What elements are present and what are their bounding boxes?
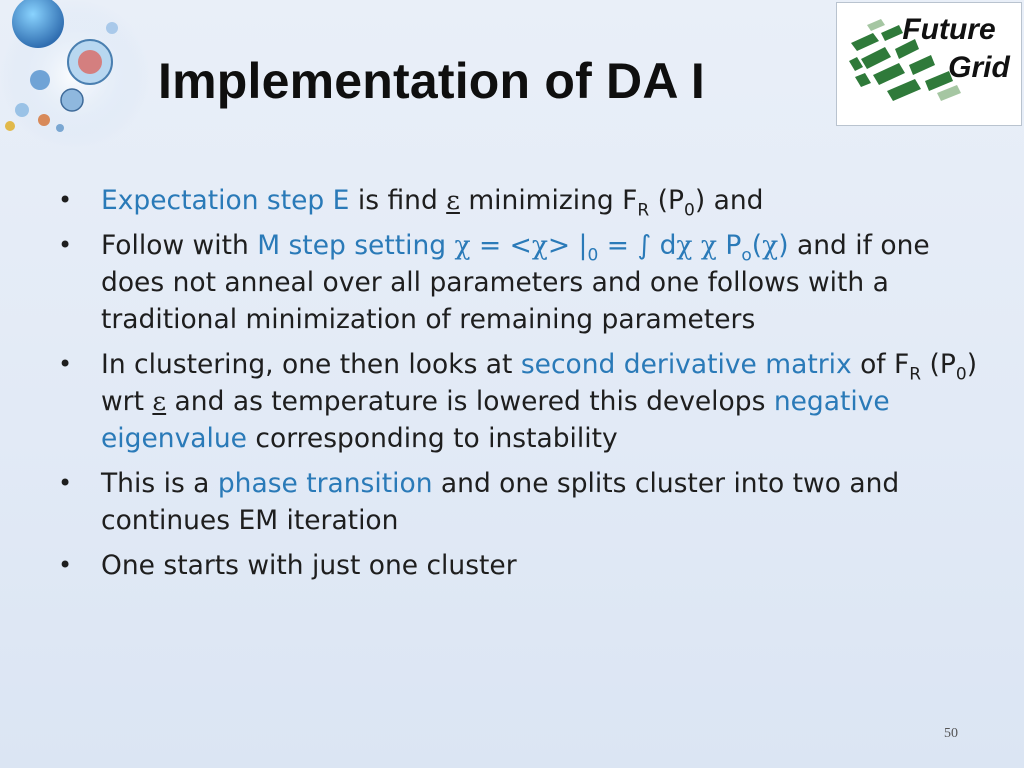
futuregrid-logo-graphic: Future Grid (849, 13, 1011, 101)
bullet-text-highlight: = < (470, 230, 532, 261)
bullet-text-highlight: negative eigenvalue (101, 386, 890, 454)
bullet-icon: • (58, 350, 73, 378)
subscript: 0 (955, 364, 967, 385)
bullet-text-highlight: phase transition (217, 468, 433, 499)
bullet-text-highlight: ( (751, 230, 763, 261)
bullet-text: (P (921, 349, 956, 380)
bullet-text: and as temperature is lowered this devel… (166, 386, 774, 417)
bullet-item-m-step: •Follow with M step setting χ = <χ> |0 =… (58, 227, 978, 338)
page-number: 50 (944, 726, 958, 741)
epsilon-symbol: ε (446, 185, 460, 216)
bullet-text: ) wrt (101, 349, 978, 417)
bullet-text: In clustering, one then looks at (101, 349, 521, 380)
bullet-text-highlight: M step setting (257, 230, 455, 261)
chi-symbol: χ (531, 230, 548, 261)
subscript: R (637, 200, 650, 221)
bullet-text: One starts with just one cluster (101, 550, 517, 581)
bullet-text-highlight (692, 230, 700, 261)
chi-symbol: χ (700, 230, 717, 261)
logo-text-grid: Grid (948, 51, 1010, 84)
bullet-icon: • (58, 231, 73, 259)
bullet-text-highlight: Expectation step E (101, 185, 350, 216)
bullet-text: of F (851, 349, 910, 380)
bullet-item-one-cluster: • One starts with just one cluster (58, 547, 978, 584)
bullet-text: and if one does not anneal over all para… (101, 230, 930, 335)
bullet-icon: • (58, 551, 73, 579)
bullet-icon: • (58, 469, 73, 497)
subscript: o (741, 245, 752, 266)
slide-title: Implementation of DA I (158, 53, 706, 109)
bullet-icon: • (58, 186, 73, 214)
bullet-item-expectation-step: • Expectation step E is find ε minimizing… (58, 182, 978, 219)
subscript: 0 (587, 245, 599, 266)
logo-text-future: Future (902, 13, 995, 46)
bullet-text: ) and (694, 185, 764, 216)
bullet-item-phase-transition: • This is a phase transition and one spli… (58, 465, 978, 539)
bullet-text: corresponding to instability (246, 423, 618, 454)
bullet-item-clustering: • In clustering, one then looks at second… (58, 346, 978, 457)
bullet-text: minimizing F (459, 185, 638, 216)
bullet-list: • Expectation step E is find ε minimizing… (58, 182, 978, 592)
bullet-text-highlight: second derivative matrix (520, 349, 852, 380)
chi-symbol: χ (676, 230, 693, 261)
bullet-text: Follow with (101, 230, 258, 261)
bullet-text-highlight: = ∫ d (598, 230, 677, 261)
bullet-text: and one splits cluster into two and cont… (101, 468, 900, 536)
globe-decoration-image (0, 0, 150, 150)
chi-symbol: χ (762, 230, 779, 261)
chi-symbol: χ (454, 230, 471, 261)
epsilon-symbol: ε (152, 386, 167, 417)
bullet-text: (P (649, 185, 684, 216)
bullet-text-highlight: P (716, 230, 742, 261)
subscript: R (909, 364, 922, 385)
bullet-text-highlight: ) (778, 230, 789, 261)
futuregrid-logo: Future Grid (836, 2, 1022, 126)
subscript: 0 (683, 200, 695, 221)
bullet-text: This is a (101, 468, 218, 499)
bullet-text-highlight: > | (547, 230, 588, 261)
bullet-text: is find (349, 185, 447, 216)
